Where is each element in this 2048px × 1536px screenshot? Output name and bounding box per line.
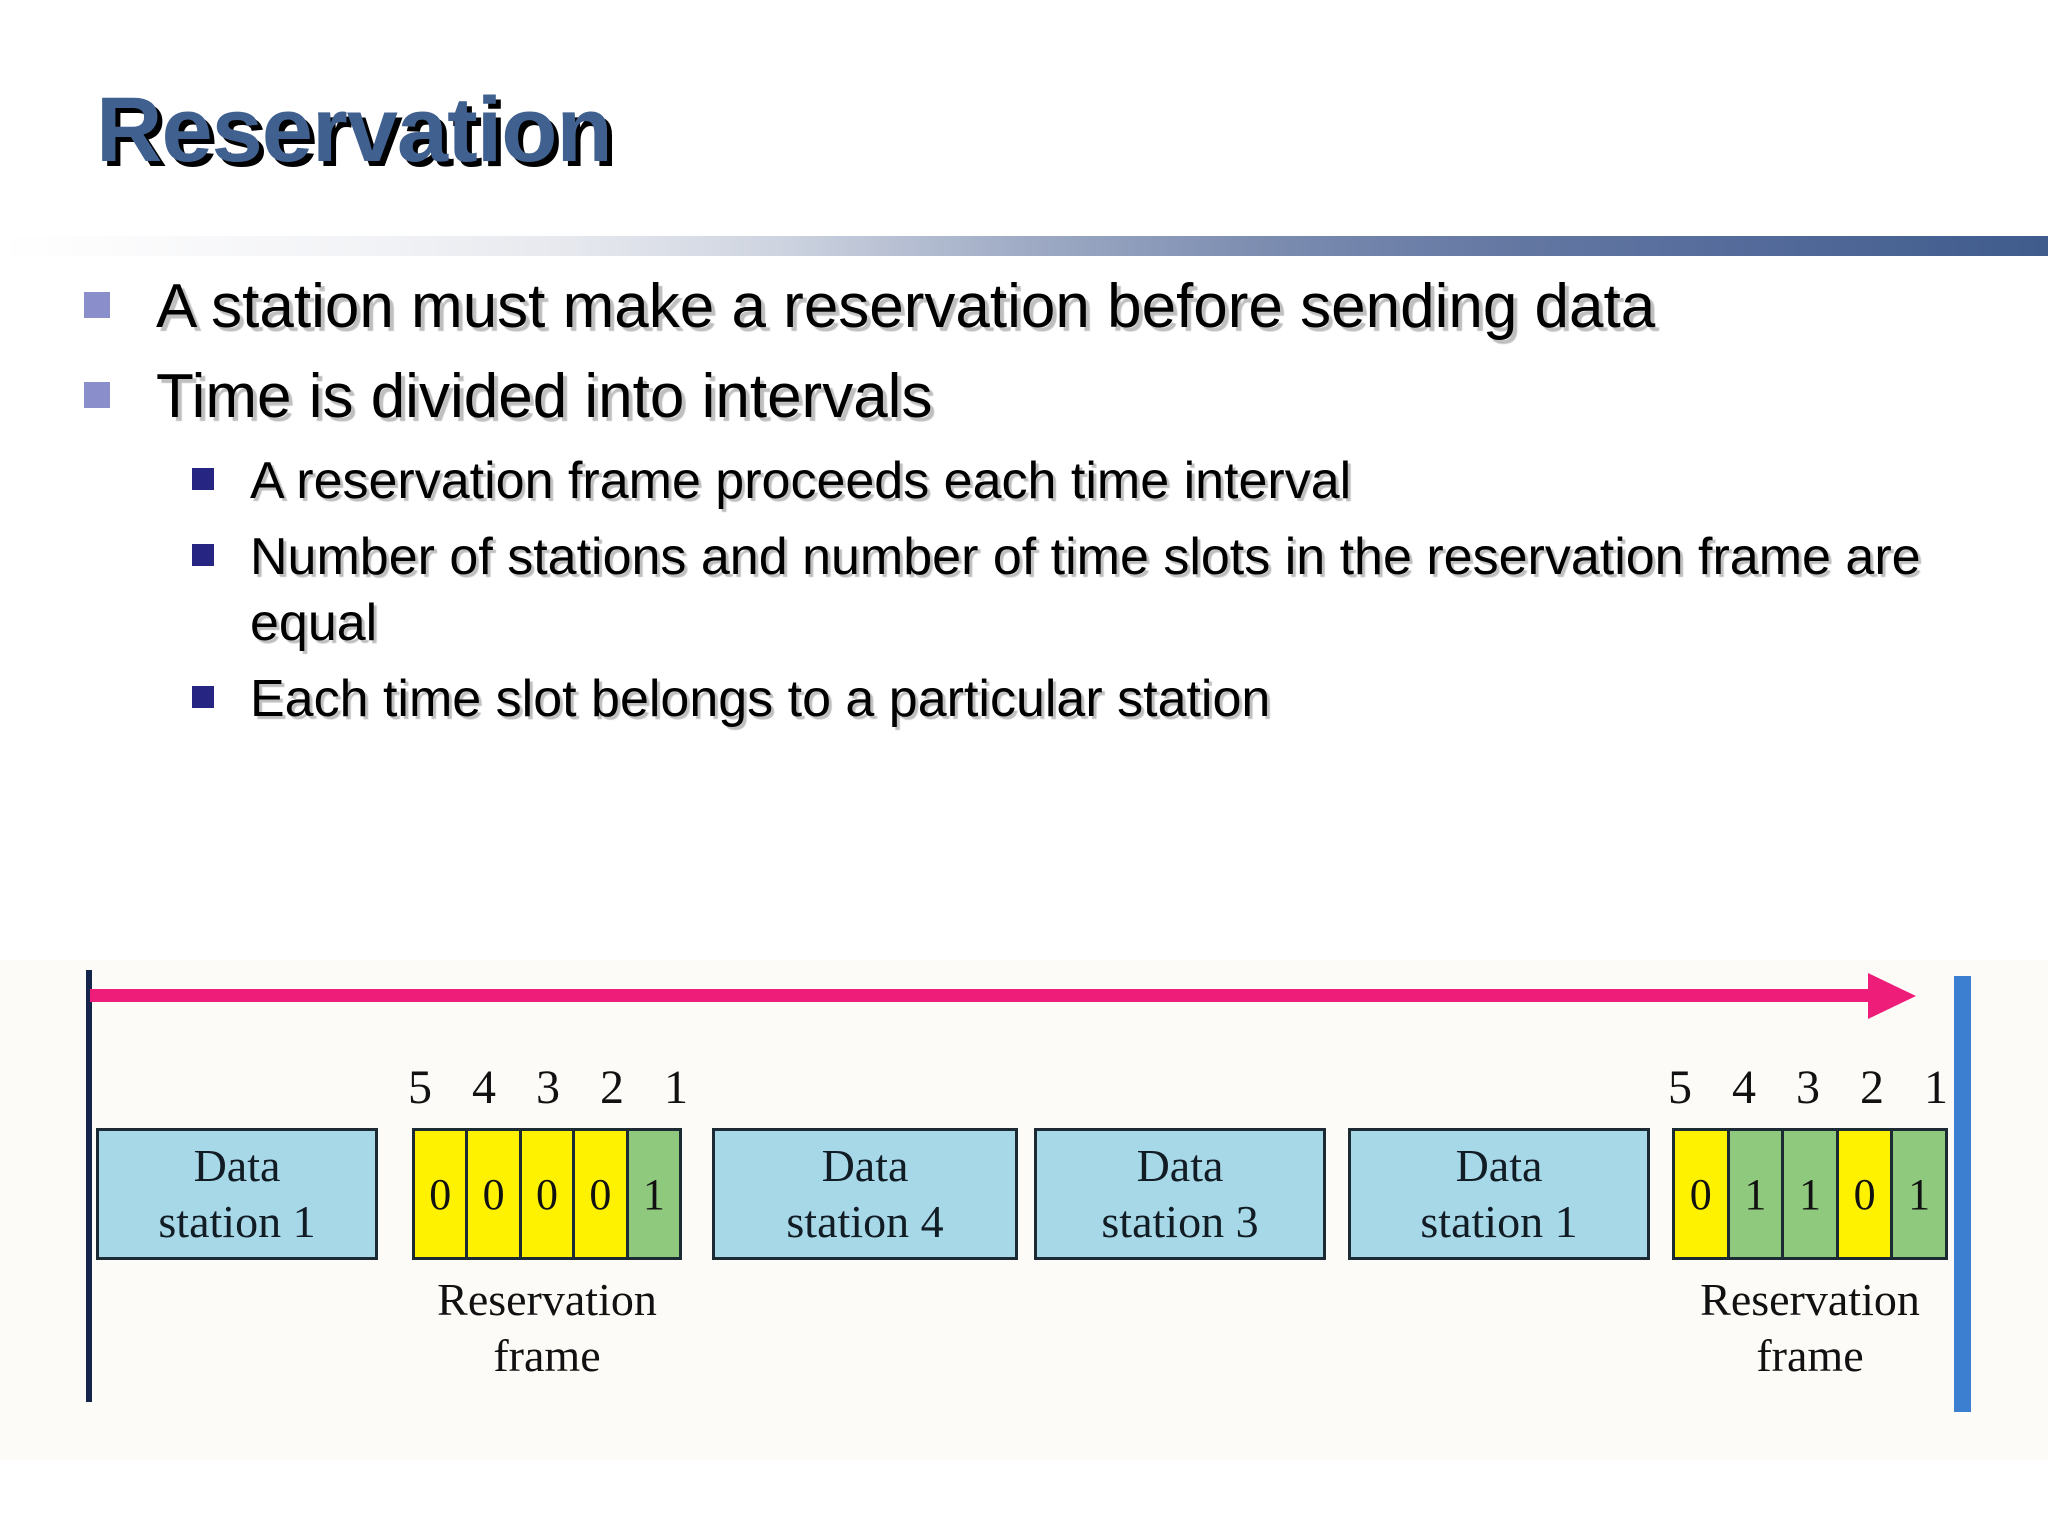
reservation-frame-caption-2: Reservation frame bbox=[1700, 1274, 1920, 1381]
reservation-slot: 0 bbox=[415, 1131, 469, 1257]
reservation-slot: 1 bbox=[628, 1131, 680, 1257]
bullet-text: Time is divided into intervals bbox=[156, 362, 933, 431]
data-frame-line2: station 1 bbox=[1420, 1196, 1578, 1247]
reservation-frame-1: 0 0 0 0 1 bbox=[412, 1128, 682, 1260]
time-arrow-head-icon bbox=[1868, 973, 1916, 1019]
slot-numbers-label-1: 5 4 3 2 1 bbox=[408, 1061, 702, 1114]
data-frame-line2: station 3 bbox=[1101, 1196, 1259, 1247]
sub-bullet-marker-square bbox=[192, 686, 214, 708]
timeline-end-bar bbox=[1954, 976, 1971, 1412]
reservation-slot: 0 bbox=[468, 1131, 522, 1257]
bullet-marker-square bbox=[84, 382, 110, 408]
reservation-slot: 1 bbox=[1784, 1131, 1839, 1257]
sub-bullet-marker-square bbox=[192, 468, 214, 490]
sub-bullet-text: A reservation frame proceeds each time i… bbox=[250, 452, 1352, 510]
bullet-marker-square bbox=[84, 292, 110, 318]
reservation-slot: 1 bbox=[1729, 1131, 1785, 1257]
bullet-item: A station must make a reservation before… bbox=[0, 268, 2048, 346]
reservation-slot: 0 bbox=[521, 1131, 576, 1257]
data-frame-line1: Data bbox=[821, 1140, 909, 1191]
data-frame-box: Data station 1 bbox=[96, 1128, 378, 1260]
data-frame-line1: Data bbox=[1455, 1140, 1543, 1191]
data-frame-box: Data station 1 bbox=[1348, 1128, 1650, 1260]
page-title: Reservation bbox=[96, 79, 613, 181]
bullet-item: Time is divided into intervals bbox=[0, 358, 2048, 436]
sub-bullet-text: Each time slot belongs to a particular s… bbox=[250, 670, 1271, 728]
reservation-slot: 1 bbox=[1893, 1131, 1945, 1257]
slot-numbers-label-2: 5 4 3 2 1 bbox=[1668, 1061, 1962, 1114]
sub-bullet-marker-square bbox=[192, 544, 214, 566]
data-frame-line2: station 1 bbox=[158, 1196, 316, 1247]
data-frame-line1: Data bbox=[193, 1140, 281, 1191]
bullet-list: A station must make a reservation before… bbox=[0, 268, 2048, 742]
data-frame-line1: Data bbox=[1136, 1140, 1224, 1191]
reservation-frame-caption-1: Reservation frame bbox=[437, 1274, 657, 1381]
data-frame-box: Data station 4 bbox=[712, 1128, 1018, 1260]
data-frame-line2: station 4 bbox=[786, 1196, 944, 1247]
reservation-slot: 0 bbox=[575, 1131, 629, 1257]
title-divider bbox=[0, 236, 2048, 256]
reservation-slot: 0 bbox=[1838, 1131, 1894, 1257]
sub-bullet-item: Each time slot belongs to a particular s… bbox=[0, 666, 2048, 732]
time-arrow-line bbox=[90, 989, 1880, 1002]
reservation-timeline-diagram: 5 4 3 2 1 5 4 3 2 1 Data station 1 0 0 0… bbox=[0, 960, 2048, 1460]
sub-bullet-text: Number of stations and number of time sl… bbox=[250, 528, 1921, 652]
bullet-text: A station must make a reservation before… bbox=[156, 272, 1656, 341]
reservation-slot: 0 bbox=[1675, 1131, 1730, 1257]
timeline-start-axis bbox=[86, 970, 92, 1402]
sub-bullet-item: A reservation frame proceeds each time i… bbox=[0, 448, 2048, 514]
sub-bullet-item: Number of stations and number of time sl… bbox=[0, 524, 2048, 656]
reservation-frame-2: 0 1 1 0 1 bbox=[1672, 1128, 1948, 1260]
data-frame-box: Data station 3 bbox=[1034, 1128, 1326, 1260]
